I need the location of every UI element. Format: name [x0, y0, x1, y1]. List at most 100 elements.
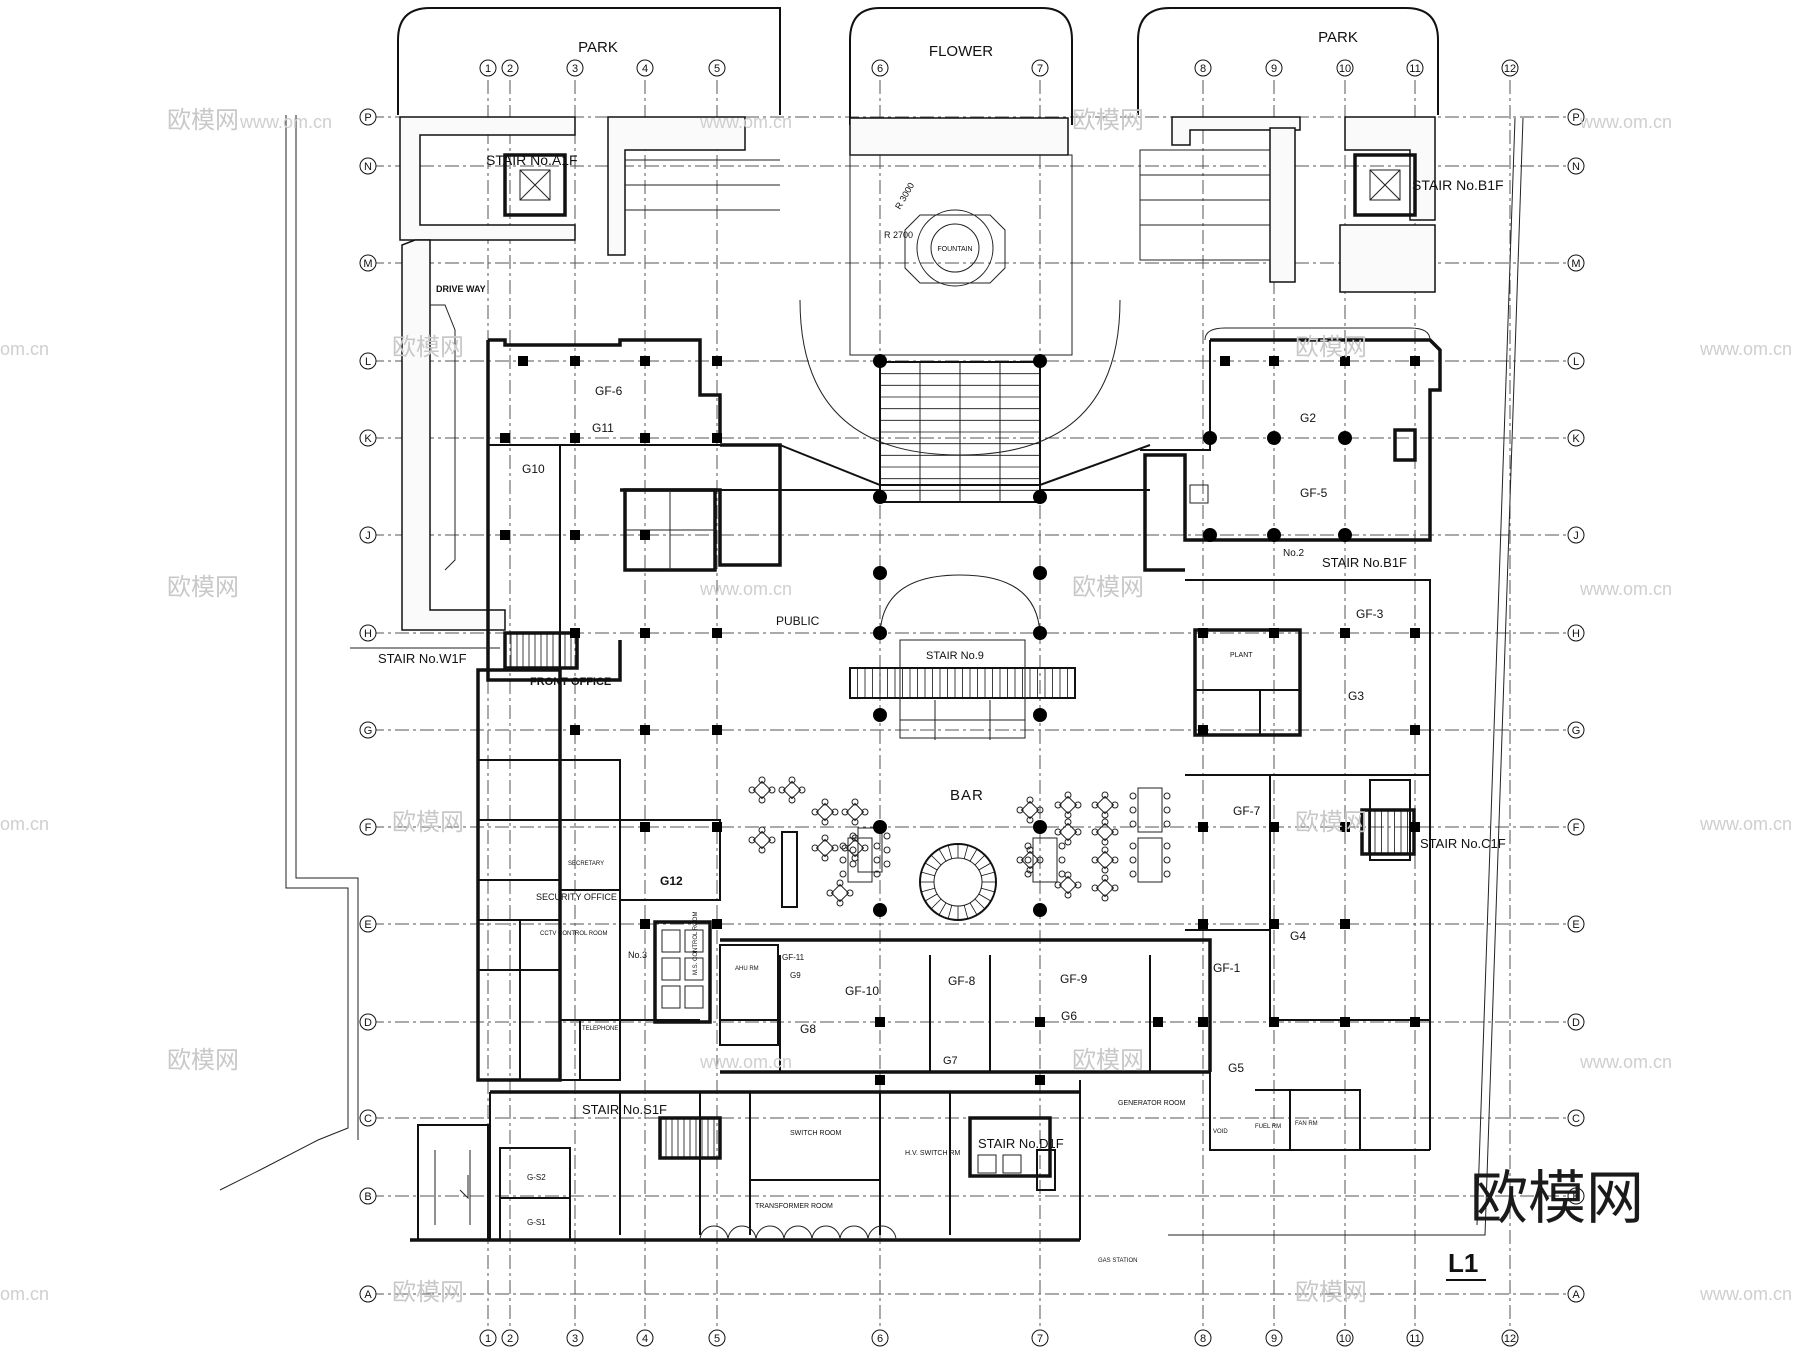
column-square — [1198, 1017, 1208, 1027]
bar-table — [1054, 818, 1082, 846]
stair-b-lower-label: STAIR No.B1F — [1322, 555, 1407, 570]
stair-d-label: STAIR No.D1F — [978, 1136, 1064, 1151]
column-round — [1338, 528, 1352, 542]
stair-9-label: STAIR No.9 — [926, 650, 984, 662]
column-square — [640, 356, 650, 366]
park-right-area: PARK — [1137, 7, 1439, 115]
park-left-area: PARK — [397, 7, 781, 115]
room-gf11-label: GF-11 — [782, 953, 805, 962]
grid-row-label: P — [364, 112, 371, 124]
grid-bubble-row: J — [1567, 526, 1585, 544]
grid-row-label: B — [1572, 1191, 1579, 1203]
grid-bubble-col: 3 — [566, 59, 584, 77]
grid-col-label: 11 — [1409, 1333, 1420, 1345]
column-round — [1203, 431, 1217, 445]
room-g11-label: G11 — [592, 421, 614, 435]
column-square — [640, 433, 650, 443]
watermark-text: 欧模网 — [392, 808, 464, 836]
grid-bubble-col: 11 — [1406, 59, 1424, 77]
watermark-url: www.om.cn — [1579, 579, 1672, 599]
grid-row-label: P — [1572, 112, 1579, 124]
grid-col-label: 12 — [1504, 1333, 1516, 1345]
grid-col-label: 6 — [877, 1333, 883, 1345]
grid-row-label: F — [1573, 822, 1580, 834]
grid-bubble-col: 6 — [871, 59, 889, 77]
watermark-url: www.om.cn — [1699, 339, 1792, 359]
grid-bubble-col: 12 — [1501, 59, 1519, 77]
grid-row-label: K — [1572, 433, 1580, 445]
grid-col-label: 11 — [1409, 63, 1420, 75]
room-g10-label: G10 — [522, 462, 545, 476]
grid-bubble-col: 1 — [479, 1329, 497, 1347]
grid-col-label: 5 — [714, 1333, 720, 1345]
column-square — [1198, 725, 1208, 735]
room-gf8-label: GF-8 — [948, 974, 976, 988]
grid-bubble-row: C — [1567, 1109, 1585, 1127]
grid-bubble-row: N — [359, 157, 377, 175]
grid-row-label: J — [365, 530, 371, 542]
watermark-url: www.om.cn — [1579, 1052, 1672, 1072]
grid-bubble-col: 5 — [708, 59, 726, 77]
grid-bubble-row: L — [1567, 352, 1585, 370]
transformer-doors — [699, 1225, 897, 1241]
bar-long-table — [1129, 837, 1171, 883]
grid-col-label: 2 — [507, 63, 513, 75]
column-round — [1203, 528, 1217, 542]
column-round — [1033, 354, 1047, 368]
room-g6-label: G6 — [1061, 1009, 1077, 1023]
door-swing — [811, 1225, 841, 1241]
watermark-text: 欧模网 — [167, 106, 239, 134]
grid-bubble-row: D — [1567, 1013, 1585, 1031]
column-round — [873, 354, 887, 368]
gs2-label: G-S2 — [527, 1173, 546, 1182]
watermark-short: om.cn — [0, 1284, 49, 1304]
grid-row-label: E — [1572, 919, 1579, 931]
grid-bubble-col: 12 — [1501, 1329, 1519, 1347]
room-g9-label: G9 — [790, 971, 801, 980]
bar-table — [1091, 846, 1119, 874]
watermark-url: www.om.cn — [1579, 112, 1672, 132]
bar-table — [748, 776, 776, 804]
grid-row-label: C — [364, 1113, 372, 1125]
grid-col-label: 2 — [507, 1333, 513, 1345]
grid-row-label: C — [1572, 1113, 1580, 1125]
column-square — [640, 530, 650, 540]
grid-row-label: A — [364, 1289, 372, 1301]
grid-bubble-row: K — [359, 429, 377, 447]
grid-bubble-row: G — [1567, 721, 1585, 739]
column-square — [1198, 919, 1208, 929]
grid-row-label: L — [1573, 356, 1579, 368]
structural-columns — [500, 354, 1420, 1085]
transformer-label: TRANSFORMER ROOM — [755, 1203, 833, 1210]
grid-bubble-row: B — [359, 1187, 377, 1205]
bar-table — [841, 798, 869, 826]
column-square — [1269, 919, 1279, 929]
column-square — [570, 725, 580, 735]
grid-bubble-row: M — [359, 254, 377, 272]
bar-counter — [781, 831, 798, 908]
grid-bubble-col: 10 — [1336, 59, 1354, 77]
grid-bubble-row: D — [359, 1013, 377, 1031]
column-round — [1033, 708, 1047, 722]
park-left-label: PARK — [578, 39, 618, 56]
void-label: VOID — [1213, 1129, 1228, 1135]
grid-col-label: 9 — [1271, 1333, 1277, 1345]
watermark-short: om.cn — [0, 339, 49, 359]
door-swing — [727, 1225, 757, 1241]
column-square — [1269, 628, 1279, 638]
column-square — [570, 356, 580, 366]
bar-label: BAR — [950, 787, 984, 804]
watermark-url: www.om.cn — [699, 579, 792, 599]
hv-switch-label: H.V. SWITCH RM — [905, 1150, 961, 1157]
watermark-url: www.om.cn — [1699, 814, 1792, 834]
left-wing-walls — [486, 338, 1151, 700]
column-round — [1267, 528, 1281, 542]
column-square — [1269, 822, 1279, 832]
stair-c-label: STAIR No.C1F — [1420, 836, 1506, 851]
grid-bubble-col: 8 — [1194, 59, 1212, 77]
bar-table — [1016, 846, 1044, 874]
grid-bubble-col: 11 — [1406, 1329, 1424, 1347]
grid-col-label: 8 — [1200, 63, 1206, 75]
grid-bubble-col: 1 — [479, 59, 497, 77]
